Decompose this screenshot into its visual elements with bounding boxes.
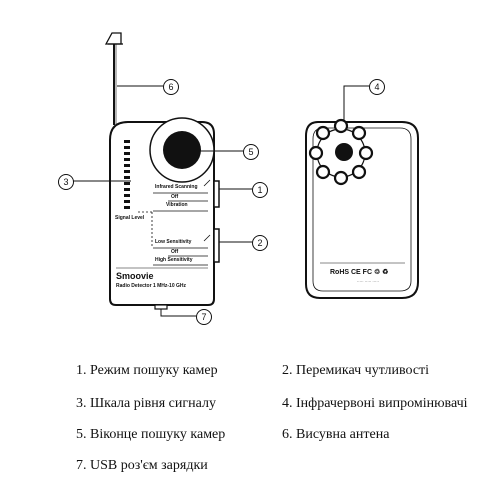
legend-item-5: 5. Віконце пошуку камер (76, 427, 226, 442)
back-fine-print: ····· ····· ····· (356, 279, 380, 284)
legend-item-2: 2. Перемикач чутливості (282, 363, 430, 378)
legend-item-7: 7. USB роз'єм зарядки (76, 458, 208, 473)
callout-leaders (73, 85, 369, 317)
switch-top-lines (153, 179, 211, 212)
legend-item-6: 6. Висувна антена (282, 427, 390, 442)
switch-bottom-label-2: Off (171, 249, 179, 255)
infrared-emitters (308, 118, 374, 186)
callout-3: 3 (58, 174, 74, 190)
switch-top-label-2: Off (171, 194, 179, 200)
camera-finder-window (149, 117, 215, 183)
signal-level-label: Signal Level (115, 215, 145, 221)
antenna (104, 32, 123, 125)
switch-bottom-label-3: High Sensitivity (155, 257, 193, 263)
callout-6: 6 (163, 79, 179, 95)
callout-5: 5 (243, 144, 259, 160)
switch-top-label-3: Vibration (166, 202, 188, 208)
callout-7: 7 (196, 309, 212, 325)
switch-bottom-lines (153, 234, 211, 266)
switch-top-label-1: Infrared Scanning (155, 184, 198, 190)
signal-level-scale (124, 140, 130, 209)
legend-item-1: 1. Режим пошуку камер (76, 363, 218, 378)
certification-marks: RoHS CE FC ♲ ♻ (330, 269, 389, 276)
signal-bracket (138, 211, 153, 248)
callout-4: 4 (369, 79, 385, 95)
model-name: Radio Detector 1 MHz-10 GHz (116, 283, 187, 289)
legend-item-3: 3. Шкала рівня сигналу (76, 396, 216, 411)
legend-item-4: 4. Інфрачервоні випромінювачі (282, 396, 468, 411)
callout-1: 1 (252, 182, 268, 198)
brand-name: Smoovie (116, 271, 154, 281)
switch-bottom-label-1: Low Sensitivity (155, 239, 192, 245)
callout-2: 2 (252, 235, 268, 251)
